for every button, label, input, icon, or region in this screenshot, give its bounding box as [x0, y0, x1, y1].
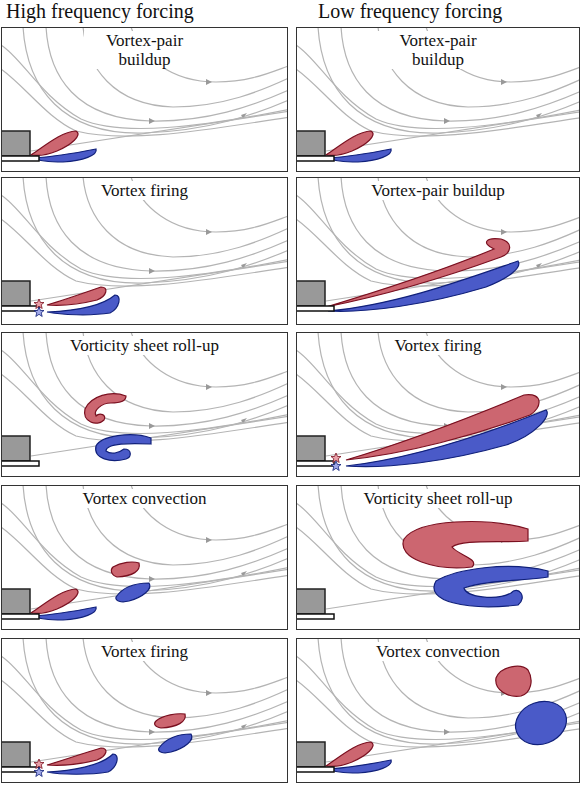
panel-title: Vortex-pair buildup — [368, 181, 507, 200]
stage-panel: Vortex firing — [1, 177, 288, 325]
panel-title: Vorticity sheet roll-up — [67, 336, 222, 355]
panel-title: Vortex firing — [98, 181, 191, 200]
panel-title: Vortex convection — [80, 489, 210, 508]
column-heading: Low frequency forcing — [318, 0, 502, 23]
stage-panel: Vortex firing — [296, 332, 580, 477]
stage-panel: Vortex-pair buildup — [296, 177, 580, 325]
panel-title: Vortex firing — [98, 642, 191, 661]
stage-panel: Vortex-pair buildup — [296, 27, 580, 172]
panel-title: Vortex convection — [373, 642, 503, 661]
stage-panel: Vorticity sheet roll-up — [296, 485, 580, 630]
stage-panel: Vorticity sheet roll-up — [1, 332, 288, 477]
stage-panel: Vortex convection — [1, 485, 288, 630]
column-heading: High frequency forcing — [6, 0, 194, 23]
panel-title: Vortex-pair buildup — [84, 31, 205, 69]
stage-panel: Vortex firing — [1, 638, 288, 783]
panel-title: Vorticity sheet roll-up — [361, 489, 516, 508]
panel-title: Vortex firing — [391, 336, 484, 355]
stage-panel: Vortex convection — [296, 638, 580, 783]
stage-panel: Vortex-pair buildup — [1, 27, 288, 172]
panel-title: Vortex-pair buildup — [378, 31, 499, 69]
